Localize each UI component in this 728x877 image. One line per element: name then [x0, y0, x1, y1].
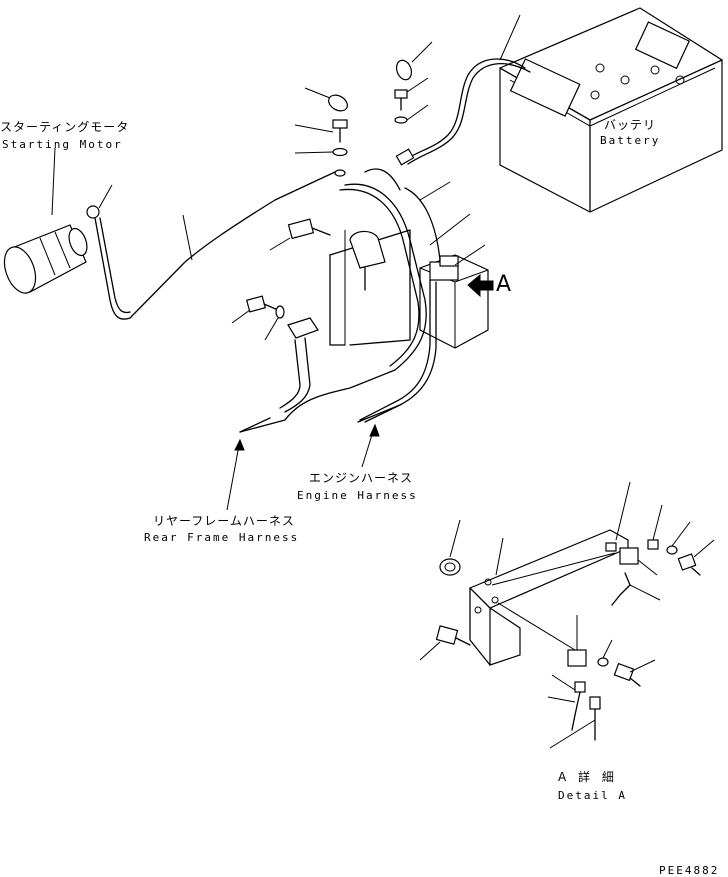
relay-bracket [269, 218, 411, 346]
motor-cable [94, 169, 346, 320]
detail-a-label-jp: A 詳 細 [558, 770, 618, 784]
battery [499, 7, 723, 213]
terminal-cap-bolt-group [394, 41, 433, 166]
view-arrow-a [467, 273, 494, 298]
drawing-code: PEE4882 [659, 864, 720, 877]
engine-harness-label-jp: エンジンハーネス [309, 471, 414, 485]
engine-harness-label-en: Engine Harness [297, 489, 418, 502]
relay-unit [419, 254, 489, 349]
battery-label-jp: バッテリ [604, 118, 657, 132]
starting-motor [3, 147, 113, 294]
battery-cable [404, 14, 531, 165]
starting-motor-label-jp: スターティングモータ [0, 120, 130, 134]
detail-a-assembly [419, 481, 715, 749]
rear-frame-harness-label-jp: リヤーフレームハーネス [153, 514, 295, 528]
starting-motor-label-en: Starting Motor [2, 138, 123, 151]
motor-terminal-hardware [294, 87, 348, 157]
view-marker-a: A [496, 272, 512, 297]
rear-frame-harness-leader [226, 439, 241, 511]
bracket-bolt [231, 295, 319, 341]
detail-a-label-en: Detail A [558, 789, 627, 802]
battery-label-en: Battery [600, 134, 661, 147]
rear-frame-harness-label-en: Rear Frame Harness [144, 531, 300, 544]
harness-wires [239, 168, 486, 433]
